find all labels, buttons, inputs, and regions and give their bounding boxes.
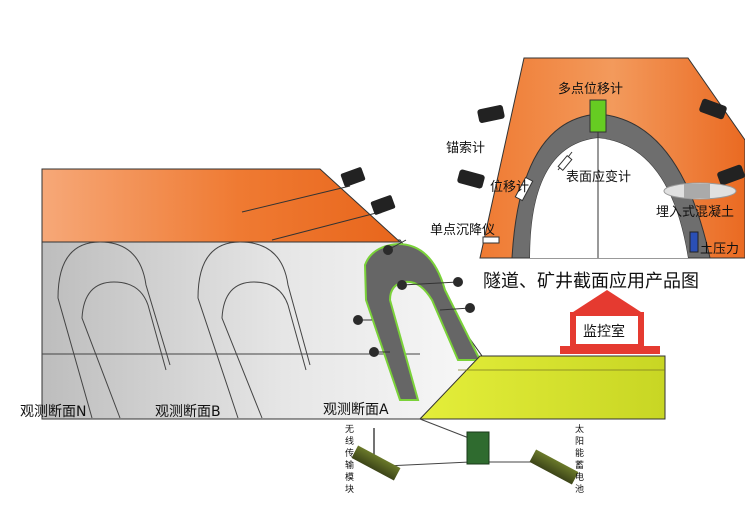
earth-pressure-label: 土压力 [700, 242, 739, 257]
multipoint-label: 多点位移计 [558, 81, 623, 97]
anchor-cable-label: 锚索计 [446, 141, 485, 156]
section-b-label: 观测断面B [155, 404, 221, 420]
tunnel-arch-b [197, 241, 311, 419]
section-n-label: 观测断面N [20, 404, 86, 420]
data-logger-box [466, 431, 490, 465]
section-a-label: 观测断面A [323, 402, 389, 418]
anchor-cable-sensors [241, 167, 396, 241]
diagram-title: 隧道、矿井截面应用产品图 [483, 271, 699, 292]
tunnel-block [41, 167, 666, 420]
sensor-dots [353, 239, 475, 357]
ground-slab [418, 355, 666, 420]
solar-battery-label: 太阳能蓄电池 [575, 423, 584, 495]
extensometer-marker [589, 99, 607, 133]
soil-layer [41, 168, 402, 243]
embedded-concrete-label: 埋入式混凝土 [656, 204, 734, 220]
control-room-label: 监控室 [583, 323, 625, 340]
cross-section [457, 57, 745, 259]
tunnel-arch-n [57, 241, 171, 419]
displacement-label: 位移计 [490, 180, 529, 195]
wiring [351, 418, 579, 485]
settlement-label: 单点沉降仪 [430, 223, 495, 238]
monitoring-room [560, 290, 660, 354]
wireless-module-device [351, 445, 401, 481]
solar-battery-device [529, 449, 579, 485]
wireless-module-label: 无线传输模块 [345, 424, 354, 495]
strain-gauge-label: 表面应变计 [566, 169, 631, 185]
tunnel-lining-a [363, 242, 482, 401]
